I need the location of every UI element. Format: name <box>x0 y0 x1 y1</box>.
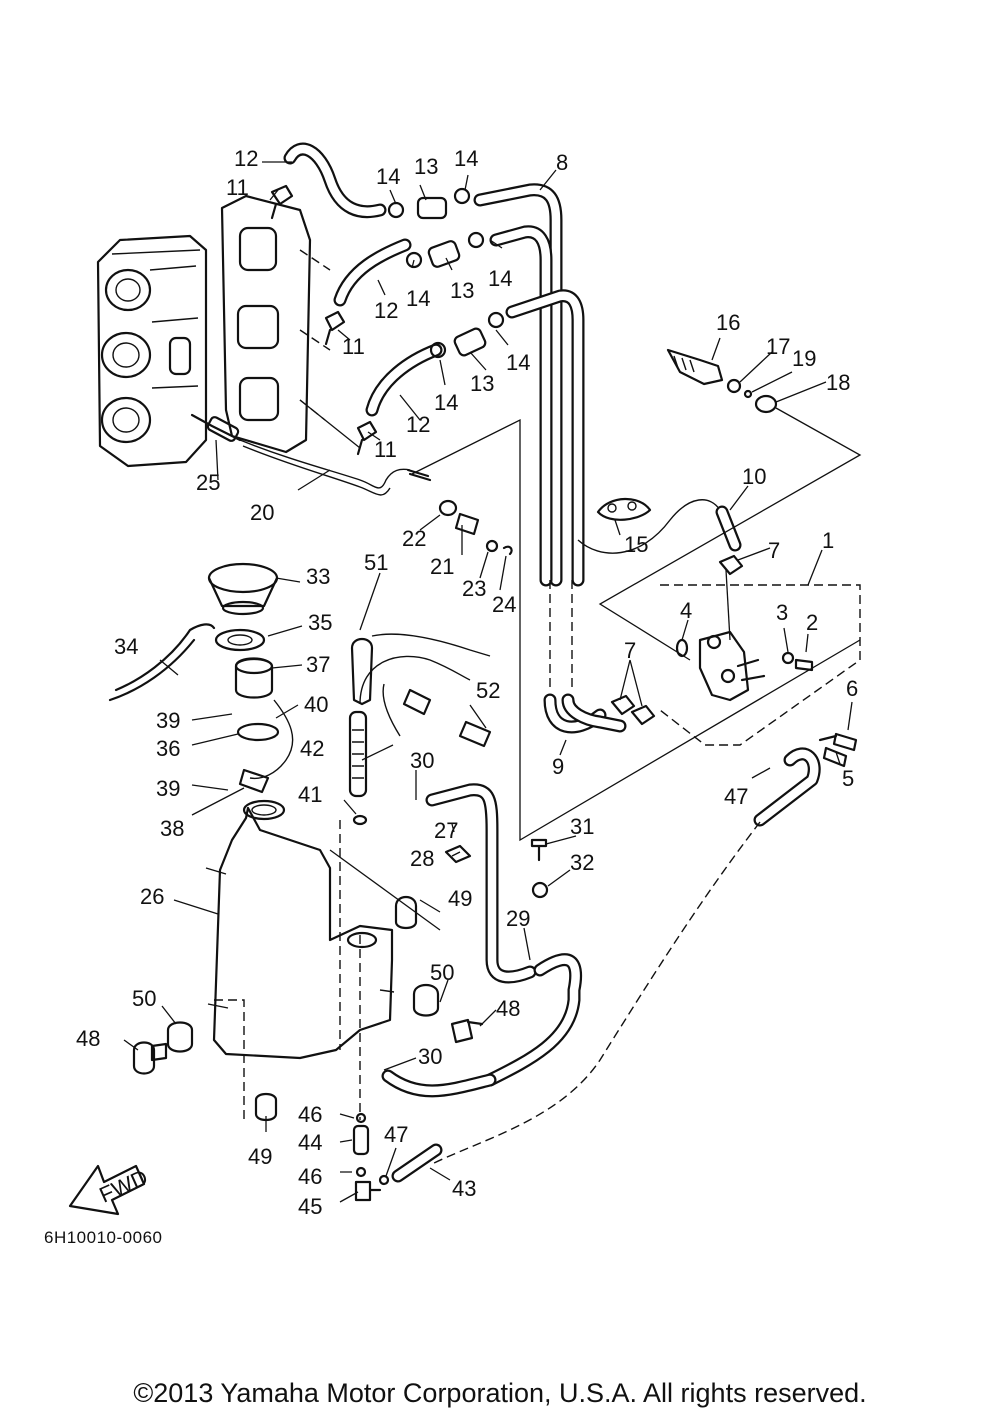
callout-38: 38 <box>160 816 184 841</box>
diagram-code: 6H10010-0060 <box>44 1228 163 1247</box>
callout-50-a: 50 <box>132 986 156 1011</box>
callout-26: 26 <box>140 884 164 909</box>
callout-29: 29 <box>506 906 530 931</box>
callout-50-b: 50 <box>430 960 454 985</box>
callout-14-d: 14 <box>406 286 430 311</box>
callout-17: 17 <box>766 334 790 359</box>
callout-9: 9 <box>552 754 564 779</box>
callout-7-b: 7 <box>624 638 636 663</box>
callout-48-a: 48 <box>76 1026 100 1051</box>
callout-3: 3 <box>776 600 788 625</box>
callout-11-a: 11 <box>226 175 249 200</box>
callout-10: 10 <box>742 464 766 489</box>
callout-46-a: 46 <box>298 1102 322 1127</box>
callout-14-c: 14 <box>488 266 512 291</box>
oil-pump-assembly-drawing <box>610 554 861 768</box>
callout-14-a: 14 <box>376 164 400 189</box>
hose-12-drawings <box>283 142 443 417</box>
callout-7-a: 7 <box>768 538 780 563</box>
callout-12-b: 12 <box>374 298 398 323</box>
callout-11-c: 11 <box>374 437 397 462</box>
callout-13-a: 13 <box>414 154 438 179</box>
copyright-notice: ©2013 Yamaha Motor Corporation, U.S.A. A… <box>133 1378 867 1408</box>
callout-48-b: 48 <box>496 996 520 1021</box>
sensor-assembly-drawing <box>598 348 862 661</box>
callout-28: 28 <box>410 846 434 871</box>
callout-42: 42 <box>300 736 324 761</box>
callout-15: 15 <box>624 532 648 557</box>
callout-8: 8 <box>556 150 568 175</box>
callout-35: 35 <box>308 610 332 635</box>
callout-12-a: 12 <box>234 146 258 171</box>
callout-51: 51 <box>364 550 388 575</box>
callout-14-b: 14 <box>454 146 478 171</box>
callout-27: 27 <box>434 818 458 843</box>
callout-20: 20 <box>250 500 274 525</box>
callout-14-e: 14 <box>506 350 530 375</box>
hose-10-drawing <box>577 497 742 554</box>
hose-27-drawing <box>381 783 583 1098</box>
oil-tank-cap-parts-drawing <box>108 562 492 826</box>
callout-52: 52 <box>476 678 500 703</box>
callout-37: 37 <box>306 652 330 677</box>
callout-45: 45 <box>298 1194 322 1219</box>
hose-9-drawing <box>543 693 627 734</box>
drain-plug-drawings <box>132 1018 484 1122</box>
fwd-arrow-icon <box>68 1164 146 1216</box>
callout-1: 1 <box>822 528 834 553</box>
callout-4: 4 <box>680 598 692 623</box>
callout-5: 5 <box>842 766 854 791</box>
cylinder-block-drawing <box>96 234 208 468</box>
callout-25: 25 <box>196 470 220 495</box>
intake-manifold-drawing <box>220 194 361 454</box>
callout-21: 21 <box>430 554 454 579</box>
oil-tank-drawing <box>205 799 441 1120</box>
callout-labels: 1 2 3 4 5 6 7 7 8 9 10 11 11 11 12 12 12… <box>76 146 858 1219</box>
callout-39-a: 39 <box>156 708 180 733</box>
callout-46-b: 46 <box>298 1164 322 1189</box>
callout-30-b: 30 <box>418 1044 442 1069</box>
callout-19: 19 <box>792 346 816 371</box>
callout-49-b: 49 <box>248 1144 272 1169</box>
callout-6: 6 <box>846 676 858 701</box>
callout-13-c: 13 <box>470 371 494 396</box>
callout-36: 36 <box>156 736 180 761</box>
callout-41: 41 <box>298 782 322 807</box>
hose-47-drawing <box>429 747 821 1166</box>
callout-11-b: 11 <box>342 334 365 359</box>
callout-43: 43 <box>452 1176 476 1201</box>
callout-30-a: 30 <box>410 748 434 773</box>
callout-31: 31 <box>570 814 594 839</box>
callout-44: 44 <box>298 1130 322 1155</box>
bottom-fitting-drawings <box>352 1112 443 1202</box>
callout-16: 16 <box>716 310 740 335</box>
callout-18: 18 <box>826 370 850 395</box>
callout-24: 24 <box>492 592 516 617</box>
callout-49-a: 49 <box>448 886 472 911</box>
callout-2: 2 <box>806 610 818 635</box>
callout-22: 22 <box>402 526 426 551</box>
callout-12-c: 12 <box>406 412 430 437</box>
callout-32: 32 <box>570 850 594 875</box>
callout-leader-lines <box>123 161 853 1203</box>
callout-34: 34 <box>114 634 138 659</box>
oil-line-20-drawing <box>190 413 861 842</box>
hose-8-drawings <box>473 183 585 690</box>
callout-33: 33 <box>306 564 330 589</box>
callout-13-b: 13 <box>450 278 474 303</box>
callout-23: 23 <box>462 576 486 601</box>
callout-14-f: 14 <box>434 390 458 415</box>
callout-47-b: 47 <box>384 1122 408 1147</box>
fwd-label: FWD <box>96 1165 152 1208</box>
callout-40: 40 <box>304 692 328 717</box>
callout-39-b: 39 <box>156 776 180 801</box>
callout-47-a: 47 <box>724 784 748 809</box>
